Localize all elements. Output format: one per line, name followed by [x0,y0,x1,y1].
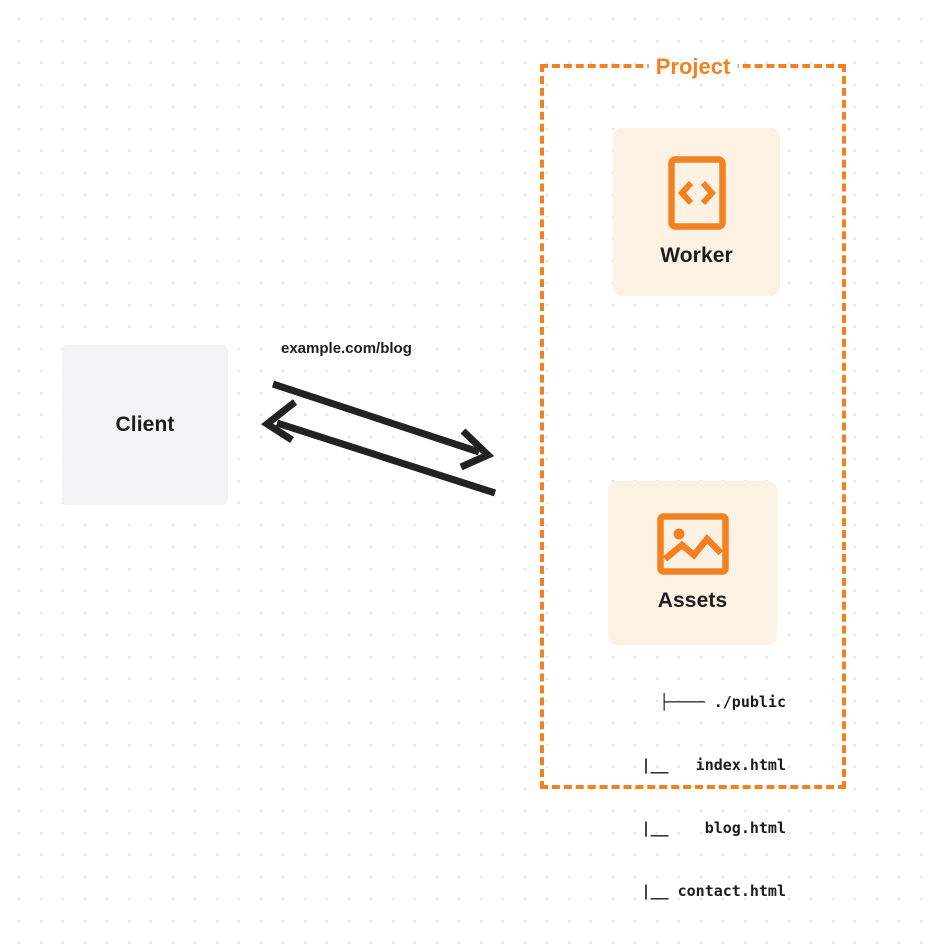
image-icon [656,513,729,575]
code-brackets-icon [667,156,726,230]
edge-label: example.com/blog [281,340,412,357]
assets-file-tree: ├──── ./public |__ index.html |__ blog.h… [586,650,786,944]
request-arrow [271,380,495,471]
connector-arrows [260,380,497,497]
worker-node[interactable]: Worker [613,128,780,296]
client-node[interactable]: Client [62,345,228,505]
file-tree-row: |__ blog.html [605,819,786,837]
file-tree-row: |__ index.html [605,756,786,774]
client-node-label: Client [115,413,175,436]
assets-node-label: Assets [657,589,728,612]
project-group-title: Project [648,53,738,81]
file-tree-row: |__ contact.html [605,882,786,900]
worker-node-label: Worker [660,244,733,267]
assets-node[interactable]: Assets [608,481,777,645]
response-arrowhead [260,399,298,443]
project-group: Project [540,53,846,789]
file-tree-row: ├──── ./public [659,693,786,711]
request-arrowhead [459,428,495,471]
diagram-canvas: Client example.com/blog Project Worker [62,53,846,900]
response-arrow [260,399,497,497]
